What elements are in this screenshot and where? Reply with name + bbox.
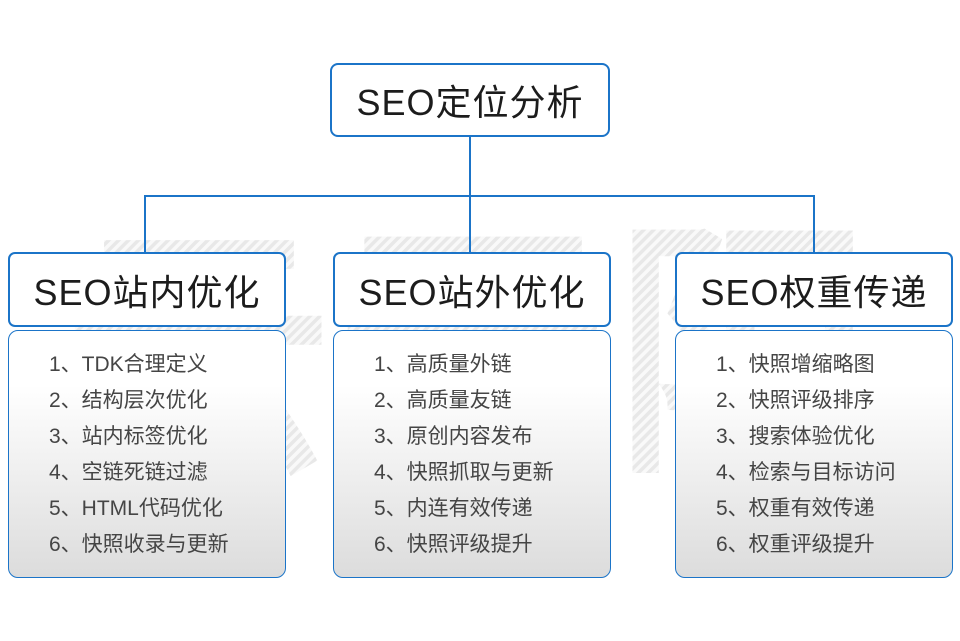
list-item: 1、TDK合理定义 xyxy=(49,353,208,376)
branch-title-onsite: SEO站内优化 xyxy=(33,271,261,313)
branch-title-offsite: SEO站外优化 xyxy=(358,271,586,313)
list-item: 6、快照收录与更新 xyxy=(49,533,229,556)
list-item: 5、HTML代码优化 xyxy=(49,497,223,520)
list-item: 6、快照评级提升 xyxy=(374,533,533,556)
branch-title-weight: SEO权重传递 xyxy=(700,271,928,313)
list-item: 6、权重评级提升 xyxy=(716,533,875,556)
list-item: 5、权重有效传递 xyxy=(716,497,875,520)
list-item: 2、结构层次优化 xyxy=(49,389,208,412)
list-item: 3、搜索体验优化 xyxy=(716,425,875,448)
connector-drop-center xyxy=(469,195,471,252)
connector-drop-left xyxy=(144,195,146,252)
list-item: 2、快照评级排序 xyxy=(716,389,875,412)
list-item: 3、原创内容发布 xyxy=(374,425,533,448)
list-item: 5、内连有效传递 xyxy=(374,497,533,520)
branch-header-onsite: SEO站内优化 xyxy=(8,252,286,327)
branch-panel-onsite: 1、TDK合理定义 2、结构层次优化 3、站内标签优化 4、空链死链过滤 5、H… xyxy=(8,330,286,578)
branch-panel-offsite: 1、高质量外链 2、高质量友链 3、原创内容发布 4、快照抓取与更新 5、内连有… xyxy=(333,330,611,578)
list-item: 2、高质量友链 xyxy=(374,389,512,412)
branch-header-weight: SEO权重传递 xyxy=(675,252,953,327)
list-item: 1、高质量外链 xyxy=(374,353,512,376)
list-item: 4、快照抓取与更新 xyxy=(374,461,554,484)
connector-drop-right xyxy=(813,195,815,252)
list-item: 4、检索与目标访问 xyxy=(716,461,896,484)
connector-rail xyxy=(144,195,815,197)
root-node-label: SEO定位分析 xyxy=(356,82,584,123)
list-item: 1、快照增缩略图 xyxy=(716,353,875,376)
connector-root-stem xyxy=(469,135,471,196)
list-item: 3、站内标签优化 xyxy=(49,425,208,448)
root-node: SEO定位分析 xyxy=(330,63,610,137)
list-item: 4、空链死链过滤 xyxy=(49,461,208,484)
branch-header-offsite: SEO站外优化 xyxy=(333,252,611,327)
branch-panel-weight: 1、快照增缩略图 2、快照评级排序 3、搜索体验优化 4、检索与目标访问 5、权… xyxy=(675,330,953,578)
